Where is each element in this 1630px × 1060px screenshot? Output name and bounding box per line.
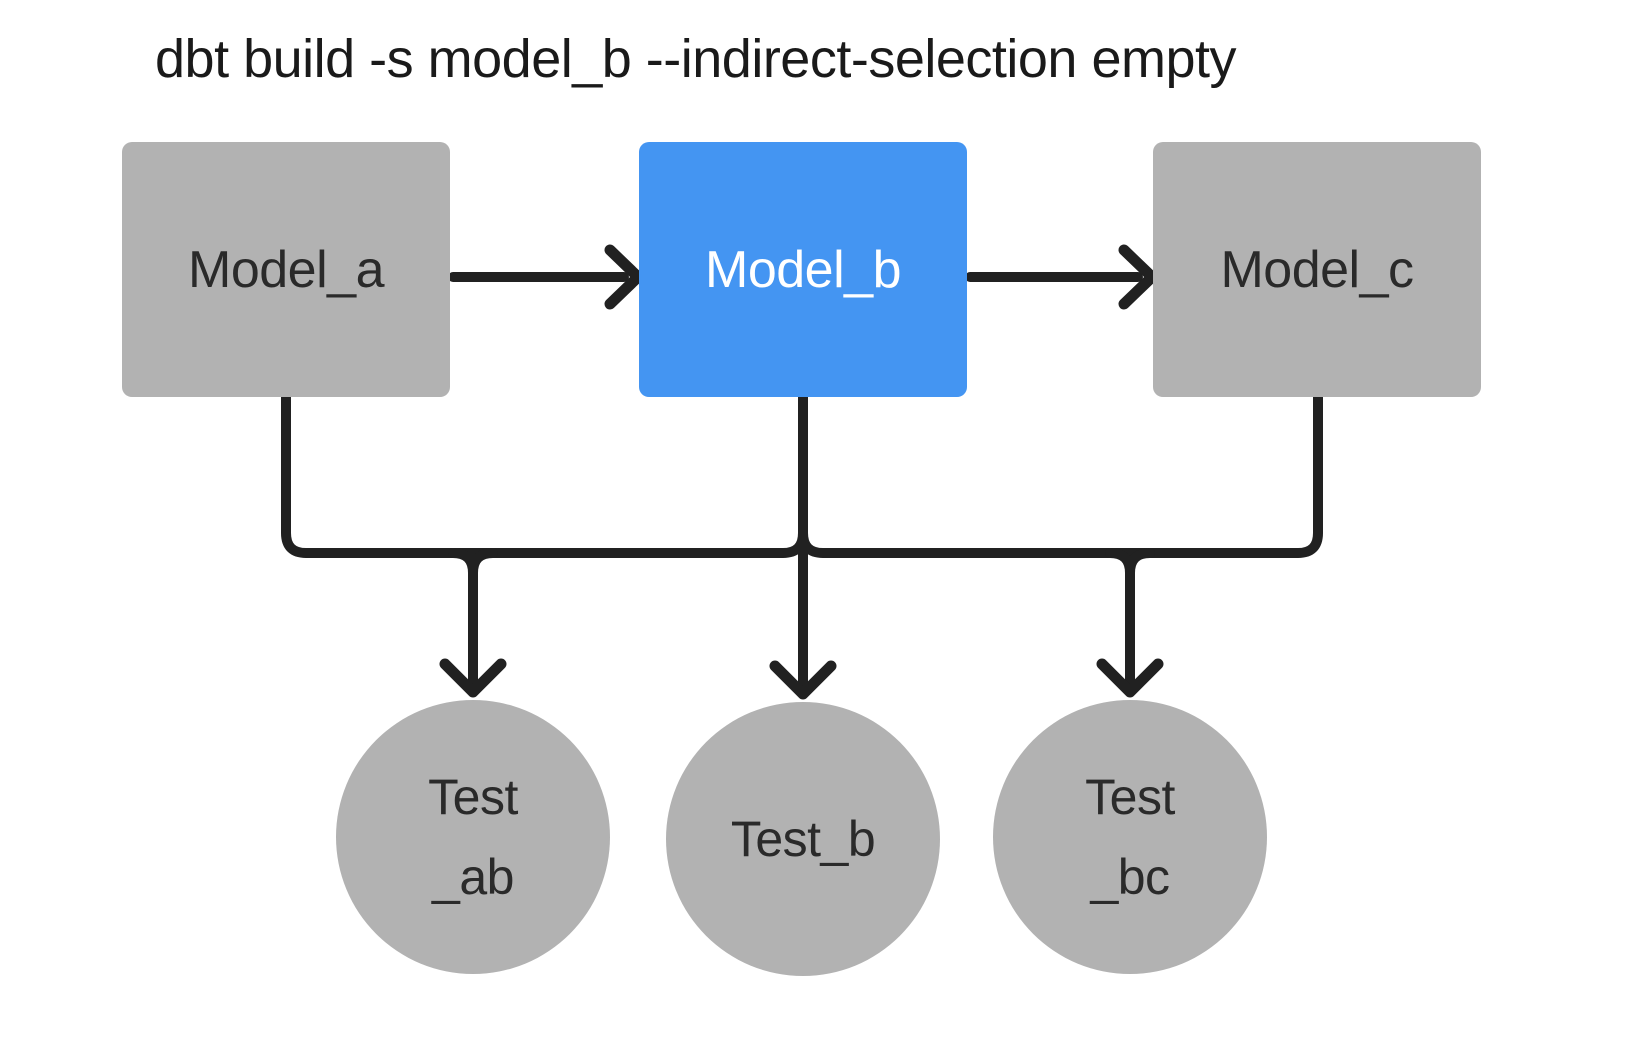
edge-model-c-to-bus: [798, 392, 1323, 558]
arrowhead-model-c-icon: [1118, 244, 1158, 310]
node-model-c: Model_c: [1153, 142, 1481, 397]
node-test-ab: Test _ab: [336, 700, 610, 974]
node-model-b-label: Model_b: [705, 240, 901, 299]
node-test-bc-label-line1: Test: [1085, 769, 1175, 825]
diagram-title: dbt build -s model_b --indirect-selectio…: [155, 29, 1237, 89]
arrowhead-test-ab-icon: [439, 658, 507, 698]
node-test-ab-label-line2: _ab: [432, 849, 514, 905]
node-test-ab-label-line1: Test: [428, 769, 518, 825]
edge-bus-to-test-bc: [1105, 548, 1155, 687]
arrowhead-test-b-icon: [769, 660, 837, 700]
node-test-bc: Test _bc: [993, 700, 1267, 974]
node-model-b-selected: Model_b: [639, 142, 967, 397]
node-test-bc-label-line2: _bc: [1090, 849, 1170, 905]
node-model-a: Model_a: [122, 142, 450, 397]
arrowhead-model-b-icon: [604, 244, 644, 310]
node-test-b: Test_b: [666, 702, 940, 976]
arrowhead-test-bc-icon: [1096, 658, 1164, 698]
node-model-a-label: Model_a: [188, 240, 384, 299]
node-model-c-label: Model_c: [1220, 240, 1414, 299]
node-test-b-label: Test_b: [730, 811, 876, 867]
edge-model-a-to-bus: [281, 392, 808, 558]
edge-bus-to-test-ab: [448, 548, 498, 687]
